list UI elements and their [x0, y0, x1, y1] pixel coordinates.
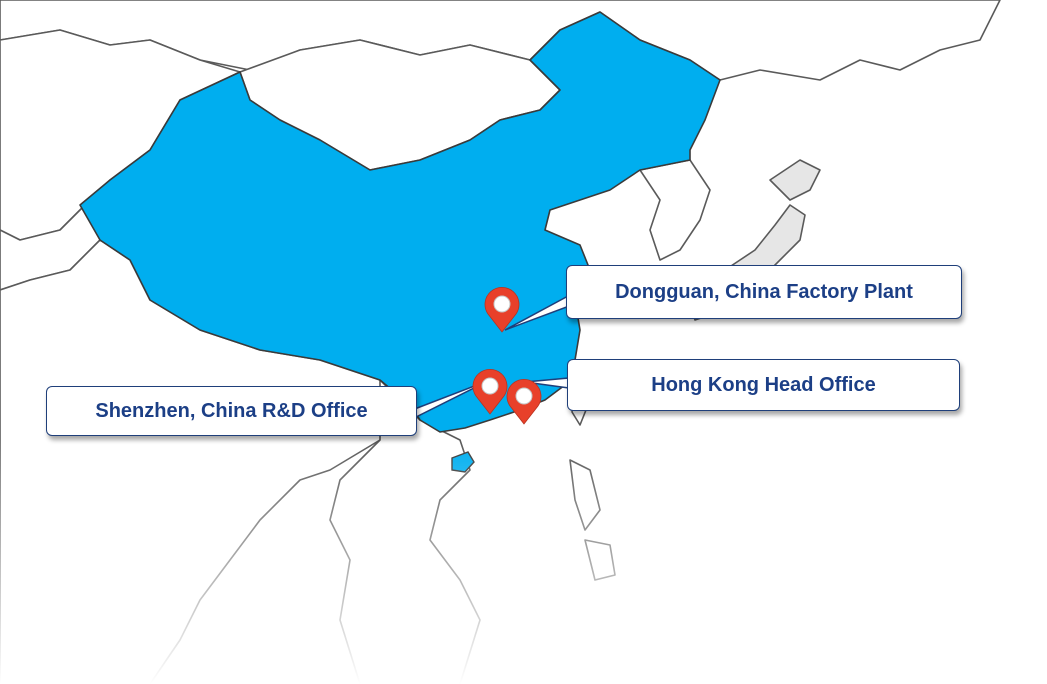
- region-korea: [639, 159, 711, 261]
- callout-shenzhen[interactable]: Shenzhen, China R&D Office: [46, 386, 417, 436]
- map-pin-icon[interactable]: [484, 286, 520, 333]
- map-pin-icon[interactable]: [506, 378, 542, 425]
- callout-dongguan-label: Dongguan, China Factory Plant: [615, 280, 913, 303]
- bottom-fade: [0, 440, 1047, 684]
- map-pin-icon[interactable]: [472, 368, 508, 415]
- callout-connectors: [411, 293, 573, 420]
- callout-hongkong-label: Hong Kong Head Office: [651, 373, 876, 396]
- callout-hongkong[interactable]: Hong Kong Head Office: [567, 359, 960, 411]
- callout-shenzhen-label: Shenzhen, China R&D Office: [95, 399, 368, 422]
- callout-dongguan[interactable]: Dongguan, China Factory Plant: [566, 265, 962, 319]
